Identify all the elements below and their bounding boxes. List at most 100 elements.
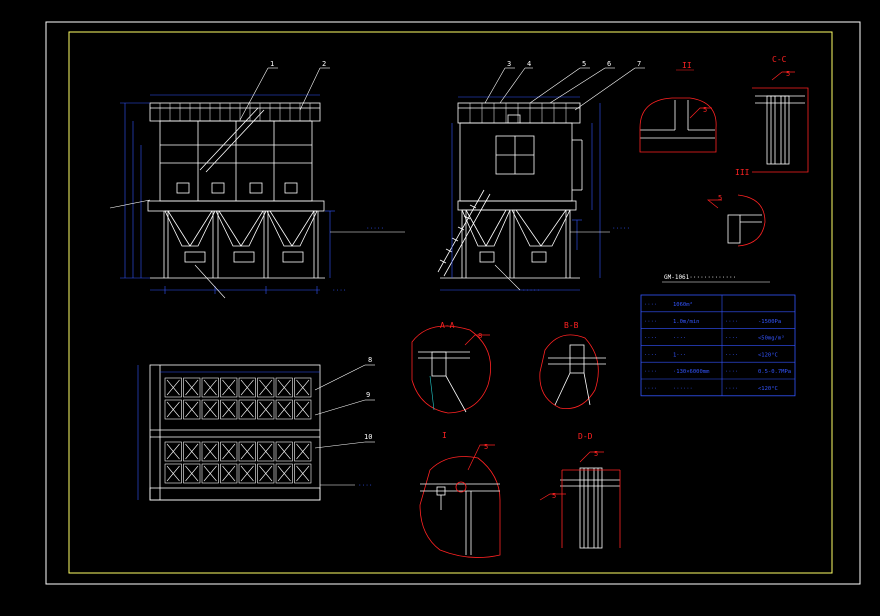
section-aa: A-A 8 [411,321,491,414]
spec-table-cell: ······ [673,386,693,392]
plan-filter-cross [240,401,254,418]
title-note: GM-1061············· [664,274,736,281]
plan-filter-cell [275,399,293,420]
plan-filter-cross [259,401,273,418]
plan-filter-cell [220,463,238,484]
plan-filter-cross [203,379,217,396]
plan-tag: ···· [358,482,372,489]
plan-filter-cross [222,443,236,460]
weld-mark-4: 8 [478,332,482,340]
spec-table-cell: ···· [725,386,738,392]
plan-filter-cell [294,377,312,398]
plan-filter-cell [275,463,293,484]
spec-table-cell: ···· [644,352,657,358]
plan-filter-cell [238,463,256,484]
spec-table-cell: ···· [725,336,738,342]
plan-filter-cell [294,441,312,462]
weld-mark-5: 5 [484,443,488,451]
plan-filter-cross [222,465,236,482]
side-elevation-leaders [484,67,645,291]
plan-filter-cross [185,465,199,482]
spec-table-cell: ···· [644,386,657,392]
plan-filter-cell [183,463,201,484]
section-dd-label: D-D [578,432,593,441]
weld-mark-6: 5 [594,450,598,458]
section-cc: C-C 5 [752,55,809,173]
front-elevation [147,102,325,279]
detail-iii-label: III [735,168,750,177]
plan-filter-cell [238,399,256,420]
plan-filter-cross [259,465,273,482]
plan-filter-cell [164,441,182,462]
plan-filter-cross [203,401,217,418]
spec-table-cell: 0.5-0.7MPa [758,369,791,375]
weld-mark-1: 5 [703,106,707,114]
plan-filter-cell [201,399,219,420]
plan-filter-cell [275,377,293,398]
callout-3: 3 [507,60,511,68]
weld-mark-2: 5 [786,70,790,78]
spec-table-cell: 1··· [673,352,686,358]
weld-mark-7: 5 [552,492,556,500]
side-elevation [437,102,583,279]
spec-table-cell: ···· [725,369,738,375]
detail-ii: II 5 [639,61,717,153]
plan-filter-cross [166,443,180,460]
detail-iii: III 5 [707,168,766,247]
plan-filter-cell [257,441,275,462]
side-right-tag: ····· [612,225,630,232]
detail-ii-label: II [682,61,692,70]
plan-filter-cross [277,465,291,482]
outer-frame [45,21,861,585]
detail-i: I 5 [419,431,501,558]
callout-2: 2 [322,60,326,68]
plan-filter-cell [164,463,182,484]
plan-filter-cross [240,379,254,396]
spec-table: ····1060m²····1.0m/min····-1500Pa·······… [640,294,796,397]
spec-table-cell: <50mg/m³ [758,335,785,342]
spec-table-cell: ···· [644,302,657,308]
plan-filter-cross [240,465,254,482]
spec-table-cell: ···· [725,352,738,358]
callout-6: 6 [607,60,611,68]
plan-filter-cross [259,379,273,396]
plan-filter-cross [203,443,217,460]
plan-filter-cell [257,463,275,484]
spec-table-cell: ···· [644,336,657,342]
side-bottom-tag: ····· [522,287,540,294]
plan-filter-cross [185,443,199,460]
plan-filter-cross [296,443,310,460]
spec-table-cell: <120°C [758,352,778,358]
plan-view-dims [137,365,320,500]
section-aa-label: A-A [440,321,455,330]
plan-filter-cross [296,465,310,482]
plan-filter-cell [220,377,238,398]
plan-filter-cell [294,399,312,420]
front-right-tag: ····· [366,225,384,232]
plan-filter-cross [277,443,291,460]
spec-table-cell: 1060m² [673,301,693,308]
callout-7: 7 [637,60,641,68]
spec-table-cell: ···· [673,336,686,342]
spec-table-cell: ···· [644,319,657,325]
plan-filter-cell [220,441,238,462]
section-bb-label: B-B [564,321,579,330]
plan-filter-cells [164,377,312,484]
plan-filter-cell [220,399,238,420]
section-bb: B-B [539,321,606,409]
plan-filter-cell [164,377,182,398]
plan-filter-cell [183,399,201,420]
plan-filter-cell [275,441,293,462]
plan-filter-cross [166,465,180,482]
plan-filter-cell [257,399,275,420]
plan-filter-cross [185,401,199,418]
spec-table-cell: 1.0m/min [673,319,700,325]
plan-filter-cell [201,377,219,398]
plan-filter-cross [166,401,180,418]
plan-filter-cell [201,441,219,462]
plan-filter-cross [222,401,236,418]
plan-filter-cross [259,443,273,460]
plan-filter-cell [238,377,256,398]
spec-table-cell: ·130×6000mm [673,369,710,375]
